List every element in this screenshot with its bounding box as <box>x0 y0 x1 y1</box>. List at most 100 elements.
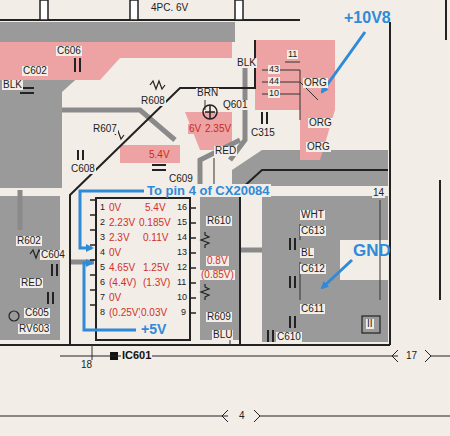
annotation-arrow <box>84 263 136 330</box>
ic-name: IC601 <box>121 350 152 361</box>
harness-line <box>392 350 431 362</box>
voltage-label: 2.3V <box>108 233 131 243</box>
voltage-label: 0.11V <box>142 233 169 243</box>
pin-number: 9 <box>180 308 187 317</box>
part-label: 14 <box>372 188 385 198</box>
board-outline <box>389 22 391 345</box>
part-label: R602 <box>16 236 42 246</box>
annotation-label: To pin 4 of CX20084 <box>146 184 271 197</box>
box-frame <box>362 316 380 333</box>
board-outline <box>445 0 447 40</box>
pin-number: 15 <box>176 218 188 227</box>
copper-trace <box>18 190 23 230</box>
capacitor-symbol <box>75 58 80 72</box>
voltage-label: (1.3V) <box>142 278 171 288</box>
pin-number: 16 <box>176 203 188 212</box>
pin-number: 10 <box>268 89 280 98</box>
part-label: WHT <box>300 210 325 220</box>
capacitor-symbol <box>78 150 83 160</box>
capacitor-symbol <box>48 292 53 304</box>
copper-ground <box>0 22 235 42</box>
part-label: C602 <box>22 66 48 76</box>
part-label: C610 <box>276 332 302 342</box>
copper-trace-pink <box>185 112 232 150</box>
pin-number: 43 <box>268 65 280 74</box>
pin-number: 44 <box>268 77 280 86</box>
part-label: C611 <box>300 304 325 314</box>
harness-line <box>431 356 450 357</box>
pin-number: 3 <box>99 233 106 242</box>
voltage-label: (0.25V) <box>108 308 143 318</box>
part-label: ORG <box>306 142 331 152</box>
ic-body <box>96 198 190 340</box>
part-label: II <box>366 319 374 329</box>
part-label: C613 <box>300 226 326 236</box>
copper-ground <box>262 196 388 342</box>
voltage-label: 0V <box>108 248 122 258</box>
board-outline <box>0 344 390 346</box>
pin-number: 6 <box>99 278 106 287</box>
voltage-label: 0.8V <box>206 256 229 266</box>
voltage-label: (4.4V) <box>108 278 137 288</box>
voltage-label: 6V <box>188 124 202 134</box>
pin-number: 13 <box>176 248 188 257</box>
pin-number: 11 <box>287 50 298 59</box>
resistor-symbol <box>201 284 209 300</box>
harness-line <box>60 356 398 357</box>
transistor-symbol <box>203 105 217 119</box>
annotation-label: +10V8 <box>343 10 392 26</box>
capacitor-symbol <box>52 264 57 276</box>
part-label: 17 <box>405 351 418 361</box>
pin-number: 10 <box>176 293 188 302</box>
capacitor-symbol <box>20 58 295 342</box>
pin-number: 4 <box>99 248 106 257</box>
part-label: C608 <box>70 164 96 174</box>
part-label: ORG <box>308 118 333 128</box>
part-label: 4 <box>238 411 246 421</box>
capacitor-symbol <box>290 316 295 328</box>
voltage-label: 5.4V <box>144 203 167 213</box>
part-label: C606 <box>56 46 82 56</box>
pin-number: 14 <box>176 233 188 242</box>
copper-trace <box>62 110 175 140</box>
capacitor-symbol <box>268 330 273 342</box>
connector-header <box>130 0 138 20</box>
connector-header <box>40 0 48 20</box>
ic-body <box>90 200 96 305</box>
resistor-symbol <box>150 81 165 89</box>
annotation-arrow <box>322 260 352 288</box>
part-label: RED <box>214 146 237 156</box>
part-label: RV603 <box>18 324 50 334</box>
copper-trace-pink <box>0 42 232 80</box>
part-label: RED <box>20 278 43 288</box>
pin-number: 12 <box>176 263 188 272</box>
board-outline <box>0 0 446 345</box>
voltage-label: 2.35V <box>204 124 232 134</box>
copper-trace-pink <box>120 145 180 163</box>
part-label: C605 <box>24 308 50 318</box>
copper-trace <box>200 140 240 190</box>
part-label: BLU <box>212 330 233 340</box>
part-label: C315 <box>250 128 276 138</box>
box-frame <box>362 316 380 333</box>
copper-ground <box>200 196 240 340</box>
board-outline <box>439 180 441 300</box>
voltage-label: 4.65V <box>108 263 136 273</box>
wire-lead <box>214 158 215 185</box>
pin-number: 5 <box>99 263 106 272</box>
connector-header <box>235 0 243 20</box>
ic-body <box>90 198 196 360</box>
voltage-label: 1.25V <box>142 263 170 273</box>
part-label: 4PC. 6V <box>150 3 189 13</box>
harness-line <box>0 416 228 417</box>
part-label: Q601 <box>222 100 248 110</box>
part-label: C609 <box>168 174 194 184</box>
copper-trace <box>240 248 262 253</box>
pin-number: 11 <box>176 278 187 287</box>
voltage-label: 0.185V <box>138 218 172 228</box>
voltage-label: 0V <box>108 203 122 213</box>
harness-line <box>260 416 450 417</box>
pin-number: 1 <box>99 203 106 212</box>
voltage-label: 2.23V <box>108 218 136 228</box>
